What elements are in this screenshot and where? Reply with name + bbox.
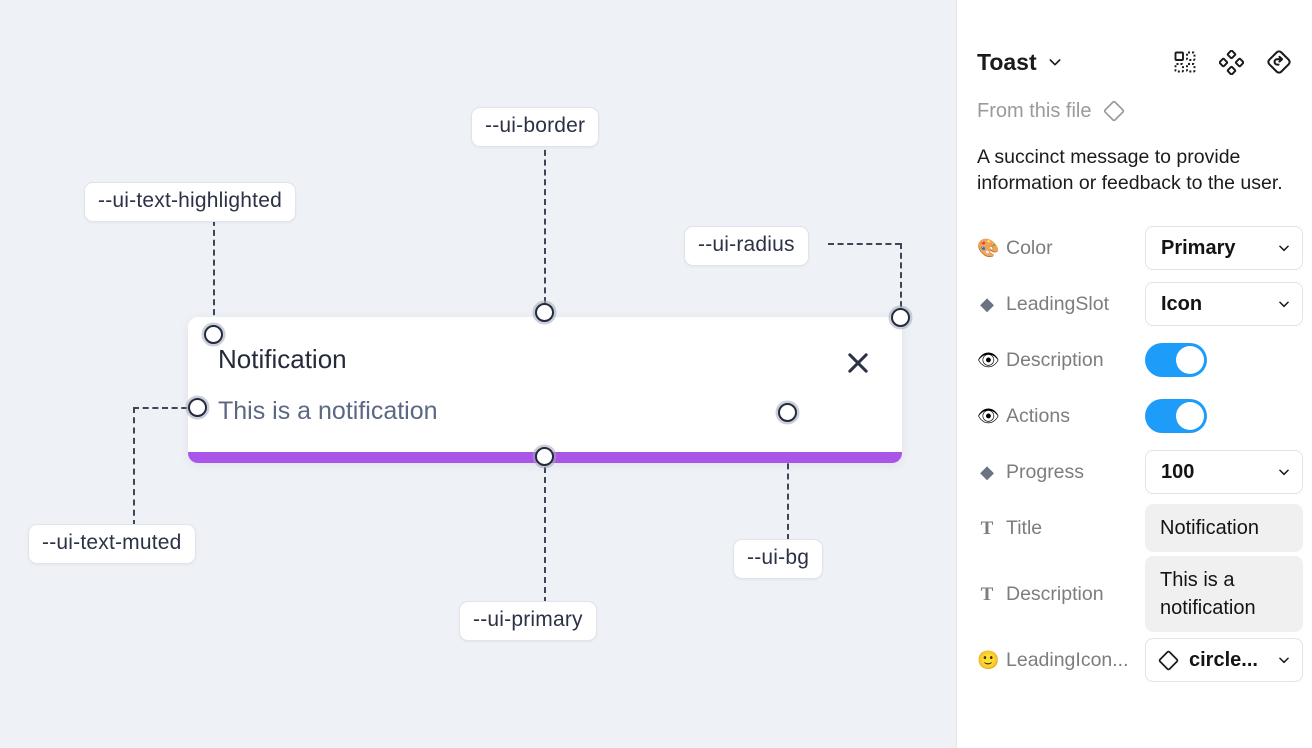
annotation-ui-radius[interactable]: --ui-radius	[684, 226, 809, 266]
design-canvas[interactable]: Notification This is a notification --ui…	[0, 0, 956, 748]
connector-ui-bg	[787, 413, 789, 540]
eye-emoji-icon: 👁	[977, 406, 1000, 427]
panel-header-icons	[1173, 49, 1292, 75]
properties-panel: Toast	[956, 0, 1312, 748]
component-description: A succinct message to provide informatio…	[977, 146, 1283, 194]
annotation-ui-border[interactable]: --ui-border	[471, 107, 600, 147]
leadingicon-select[interactable]: circle...	[1145, 638, 1303, 683]
connector-ui-radius-v	[900, 243, 902, 317]
eye-emoji-icon: 👁	[977, 350, 1000, 371]
chevron-down-icon	[1277, 465, 1291, 479]
handle-ui-text-muted[interactable]	[188, 398, 207, 417]
property-label-description: 👁 Description	[977, 348, 1104, 371]
handle-ui-text-highlighted[interactable]	[204, 325, 223, 344]
toast-description: This is a notification	[218, 397, 438, 425]
handle-ui-bg[interactable]	[778, 403, 797, 422]
property-label-progress: ◆ Progress	[977, 461, 1145, 484]
description-input[interactable]: This is a notification	[1145, 556, 1303, 633]
reset-instance-icon[interactable]	[1266, 49, 1292, 75]
connector-ui-text-muted-v	[133, 407, 135, 526]
annotation-ui-primary[interactable]: --ui-primary	[459, 601, 597, 641]
diamond-icon	[1102, 99, 1126, 123]
progress-select[interactable]: 100	[1145, 450, 1303, 495]
color-select[interactable]: Primary	[1145, 226, 1303, 271]
handle-ui-radius[interactable]	[891, 308, 910, 327]
property-label-actions: 👁 Actions	[977, 404, 1070, 427]
component-diamond-cluster-icon[interactable]	[1219, 49, 1244, 75]
property-label-title: T Title	[977, 517, 1145, 540]
panel-title: Toast	[977, 48, 1037, 75]
close-x-icon[interactable]	[844, 349, 872, 377]
panel-header: Toast	[977, 34, 1292, 90]
connector-ui-text-muted-h	[133, 407, 197, 409]
annotation-ui-text-muted[interactable]: --ui-text-muted	[28, 524, 196, 564]
diamond-icon	[1157, 649, 1180, 672]
diamond-filled-icon: ◆	[980, 294, 994, 315]
property-label-color: 🎨 Color	[977, 236, 1053, 259]
actions-toggle[interactable]	[1145, 399, 1207, 434]
property-row-leadingslot: ◆ LeadingSlot Icon	[977, 276, 1303, 332]
connector-ui-primary	[544, 457, 546, 603]
property-row-color: 🎨 Color Primary	[977, 220, 1303, 276]
title-input[interactable]: Notification	[1145, 504, 1303, 553]
description-toggle[interactable]	[1145, 343, 1207, 378]
from-this-file-row[interactable]: From this file	[977, 99, 1292, 123]
annotation-ui-text-highlighted[interactable]: --ui-text-highlighted	[84, 182, 296, 222]
property-row-description-text: T Description This is a notification	[977, 556, 1303, 633]
property-row-title: T Title Notification	[977, 500, 1303, 556]
text-type-icon: T	[980, 583, 994, 605]
leadingslot-select[interactable]: Icon	[1145, 282, 1303, 327]
annotation-ui-bg[interactable]: --ui-bg	[733, 539, 824, 579]
property-label-description-text: T Description	[977, 583, 1145, 606]
property-row-leadingicon: 🙂 LeadingIcon... circle...	[977, 632, 1303, 688]
component-instance-icon[interactable]	[1173, 50, 1197, 74]
diamond-filled-icon: ◆	[980, 462, 994, 483]
connector-ui-text-highlighted	[213, 210, 215, 335]
chevron-down-icon	[1277, 653, 1291, 667]
property-label-leadingslot: ◆ LeadingSlot	[977, 293, 1145, 316]
text-type-icon: T	[980, 517, 994, 539]
toggle-knob	[1176, 402, 1204, 431]
connector-ui-radius-h	[828, 243, 901, 245]
property-label-leadingicon: 🙂 LeadingIcon...	[977, 648, 1129, 671]
property-row-description-toggle: 👁 Description	[977, 332, 1292, 388]
property-row-progress: ◆ Progress 100	[977, 444, 1303, 500]
chevron-down-icon	[1277, 297, 1291, 311]
palette-emoji-icon: 🎨	[977, 238, 1000, 259]
chevron-down-icon[interactable]	[1047, 54, 1063, 70]
smiley-emoji-icon: 🙂	[977, 650, 1000, 671]
toast-component-preview[interactable]: Notification This is a notification	[188, 317, 902, 463]
toggle-knob	[1176, 346, 1204, 375]
property-list: 🎨 Color Primary ◆ LeadingSlot	[977, 220, 1303, 688]
toast-title: Notification	[218, 344, 347, 374]
property-row-actions-toggle: 👁 Actions	[977, 388, 1292, 444]
handle-ui-primary[interactable]	[535, 447, 554, 466]
from-this-file-label: From this file	[977, 99, 1092, 122]
chevron-down-icon	[1277, 241, 1291, 255]
handle-ui-border[interactable]	[535, 303, 554, 322]
connector-ui-border	[544, 140, 546, 313]
